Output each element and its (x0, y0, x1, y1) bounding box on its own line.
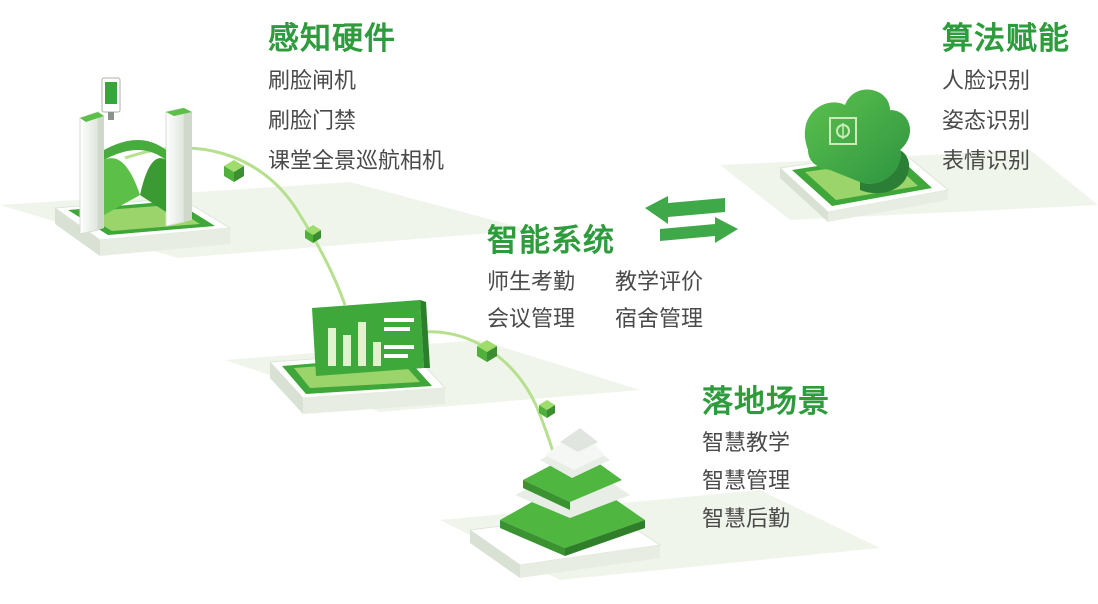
algorithm-block: 算法赋能 人脸识别 姿态识别 表情识别 (942, 20, 1070, 182)
hardware-item: 课堂全景巡航相机 (268, 149, 445, 174)
scenario-item: 智慧后勤 (702, 507, 791, 532)
dashboard-screen-icon (268, 300, 447, 414)
algorithm-item: 表情识别 (942, 149, 1031, 174)
system-item: 师生考勤 (487, 270, 576, 295)
system-items-grid: 师生考勤 教学评价 会议管理 宿舍管理 (487, 264, 743, 338)
system-item: 宿舍管理 (615, 307, 704, 332)
pyramid-icon (468, 428, 662, 578)
scenario-item: 智慧管理 (702, 469, 791, 494)
scenario-item: 智慧教学 (702, 431, 791, 456)
algorithm-item: 人脸识别 (942, 69, 1031, 94)
exchange-arrows-icon (645, 196, 738, 243)
scenario-block: 落地场景 智慧教学 智慧管理 智慧后勤 (702, 383, 830, 539)
system-title: 智能系统 (487, 223, 615, 259)
cube-node-1 (224, 160, 244, 182)
algorithm-title: 算法赋能 (942, 21, 1070, 57)
cube-node-2 (305, 225, 321, 243)
cloud-chip-icon (778, 89, 950, 222)
hardware-title: 感知硬件 (268, 21, 396, 57)
cube-node-4 (539, 400, 555, 418)
hardware-item: 刷脸门禁 (268, 109, 357, 134)
cube-nodes (224, 160, 555, 418)
gate-machine-icon (53, 77, 232, 256)
system-item: 教学评价 (615, 270, 704, 295)
system-item: 会议管理 (487, 307, 576, 332)
hardware-item: 刷脸闸机 (268, 69, 357, 94)
cube-node-3 (477, 340, 497, 362)
system-block: 智能系统 师生考勤 教学评价 会议管理 宿舍管理 (487, 222, 743, 338)
scenario-title: 落地场景 (702, 384, 830, 420)
algorithm-item: 姿态识别 (942, 109, 1031, 134)
hardware-block: 感知硬件 刷脸闸机 刷脸门禁 课堂全景巡航相机 (268, 20, 444, 182)
